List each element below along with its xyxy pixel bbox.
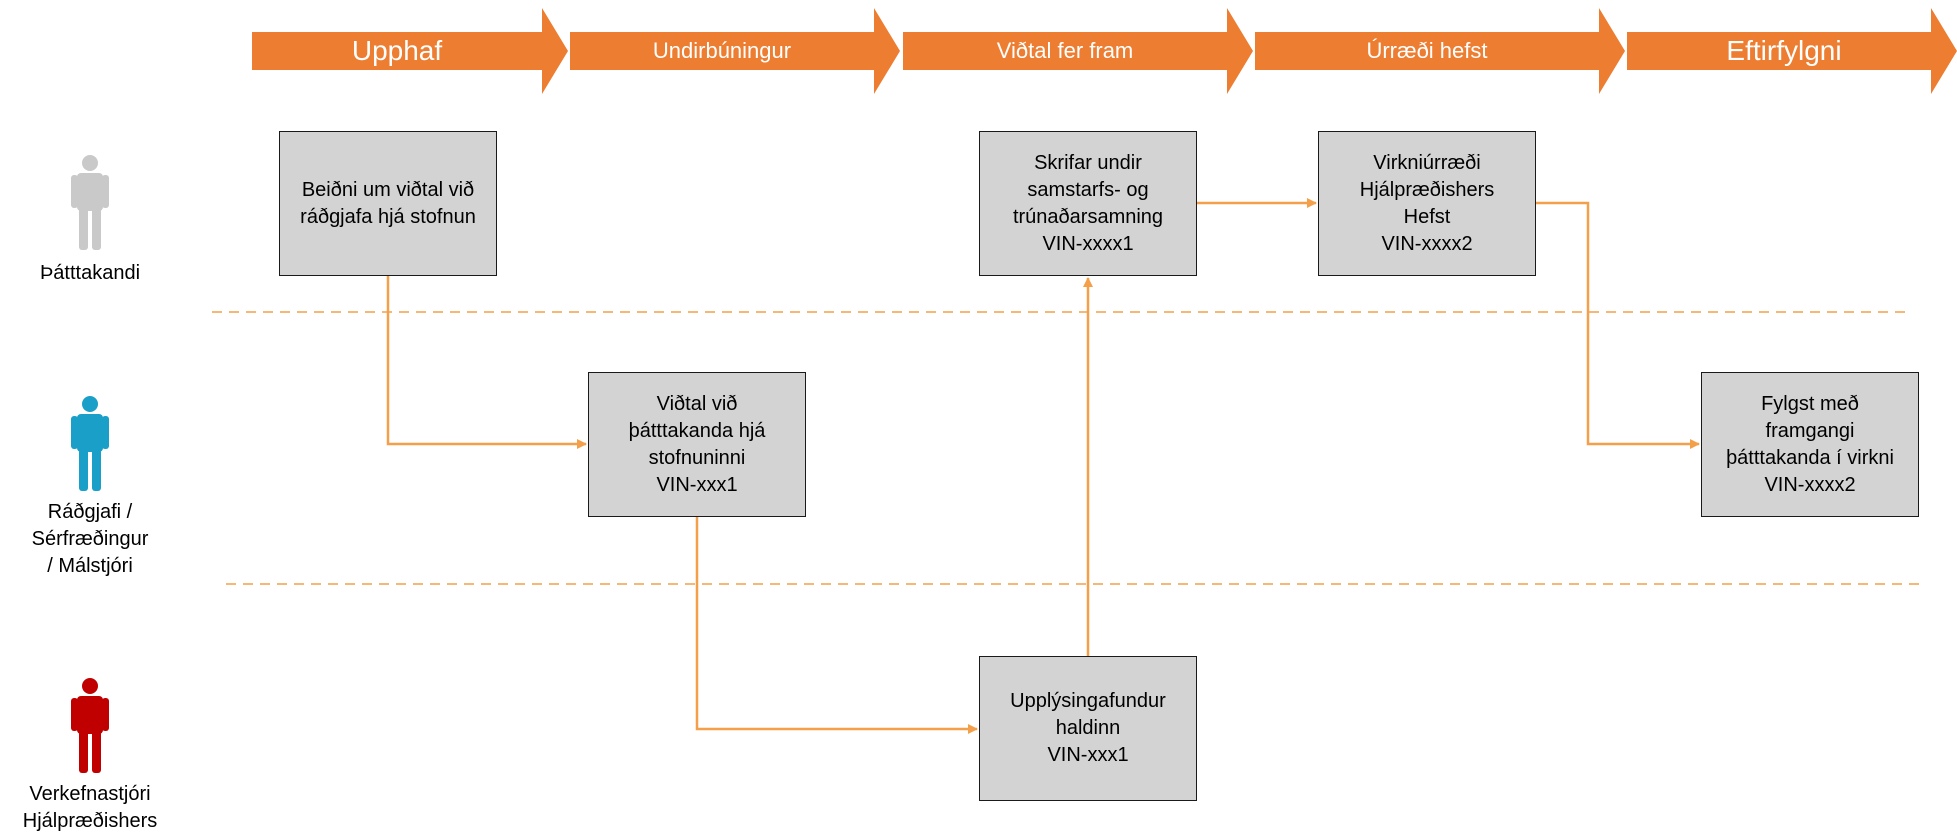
actor-label: Ráðgjafi / Sérfræðingur / Málstjóri: [31, 501, 149, 577]
phase-label: Viðtal fer fram: [996, 38, 1134, 63]
process-box-text: Fylgst með framgangi þátttakanda í virkn…: [1726, 392, 1894, 496]
actor-label: Verkefnastjóri Hjálpræðishers: [22, 783, 158, 832]
actor-manager: Verkefnastjóri Hjálpræðishers: [10, 677, 170, 835]
process-box-text: Virkniúrræði Hjálpræðishers Hefst VIN-xx…: [1359, 151, 1495, 255]
phase-label: Undirbúningur: [652, 38, 792, 63]
actor-label: Þátttakandi: [39, 262, 141, 284]
phase-label: Eftirfylgni: [1726, 35, 1842, 66]
actor-advisor: Ráðgjafi / Sérfræðingur / Málstjóri: [10, 395, 170, 580]
process-box-text: Skrifar undir samstarfs- og trúnaðarsamn…: [1012, 151, 1164, 255]
process-box-virkni: Virkniúrræði Hjálpræðishers Hefst VIN-xx…: [1318, 131, 1536, 276]
phase-eftirfylgni: Eftirfylgni: [1627, 8, 1957, 94]
person-icon: [71, 155, 109, 250]
phase-label: Úrræði hefst: [1366, 38, 1488, 63]
process-box-vidtal-stofnun: Viðtal við þátttakanda hjá stofnuninni V…: [588, 372, 806, 517]
process-box-text: Viðtal við þátttakanda hjá stofnuninni V…: [628, 392, 766, 496]
process-box-beidni: Beiðni um viðtal við ráðgjafa hjá stofnu…: [279, 131, 497, 276]
phase-vidtal-fer-fram: Viðtal fer fram: [903, 8, 1253, 94]
connector-virkni-to-fylgst: [1536, 201, 1700, 449]
connector-vidtal-to-upplysinga: [695, 517, 978, 734]
process-box-fylgst: Fylgst með framgangi þátttakanda í virkn…: [1701, 372, 1919, 517]
phase-label: Upphaf: [351, 35, 443, 66]
phase-undirbuningur: Undirbúningur: [570, 8, 900, 94]
process-box-skrifar: Skrifar undir samstarfs- og trúnaðarsamn…: [979, 131, 1197, 276]
process-box-upplysinga: Upplýsingafundur haldinn VIN-xxx1: [979, 656, 1197, 801]
person-icon: [71, 396, 109, 491]
person-icon: [71, 678, 109, 773]
actor-participant: Þátttakandi: [10, 154, 170, 287]
phase-urraedi-hefst: Úrræði hefst: [1255, 8, 1625, 94]
process-box-text: Upplýsingafundur haldinn VIN-xxx1: [1010, 690, 1166, 766]
process-box-text: Beiðni um viðtal við ráðgjafa hjá stofnu…: [300, 178, 476, 228]
connector-beidni-to-vidtal: [386, 276, 587, 449]
phase-upphaf: Upphaf: [252, 8, 568, 94]
